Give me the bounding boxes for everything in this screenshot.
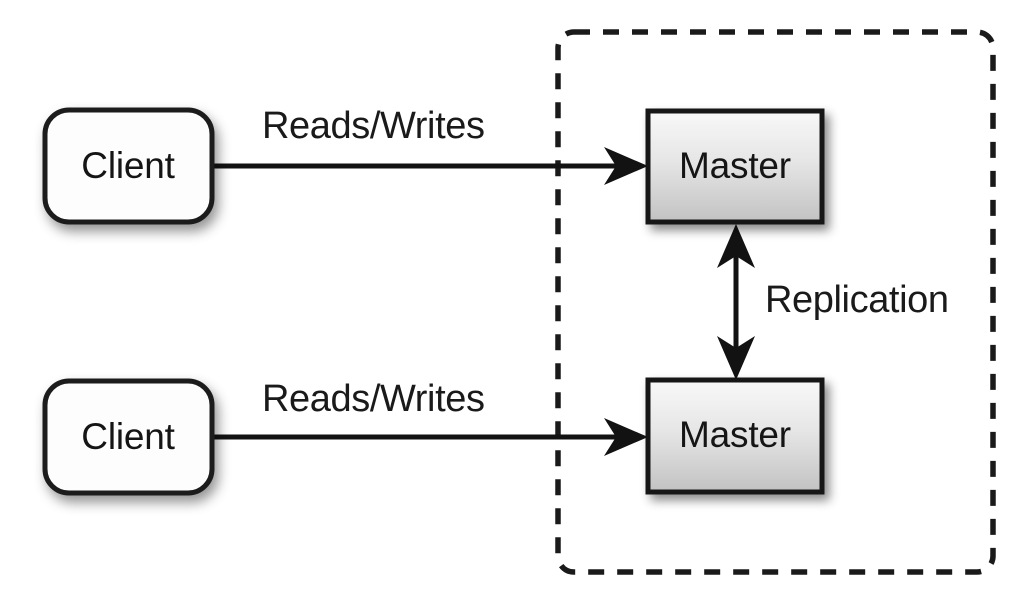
edge-master-replication bbox=[717, 224, 755, 380]
node-master-top[interactable]: Master bbox=[645, 108, 825, 225]
arrowhead-down bbox=[717, 336, 755, 380]
master-top-shape[interactable] bbox=[645, 108, 825, 225]
client-bottom-label: Client bbox=[81, 416, 175, 457]
edge-label-reads-writes-top: Reads/Writes bbox=[262, 105, 485, 147]
node-client-top[interactable]: Client bbox=[42, 107, 215, 225]
replication-cluster-boundary bbox=[555, 29, 996, 575]
edge-label-replication: Replication bbox=[765, 279, 949, 321]
edge-client-bottom-to-master-bottom bbox=[212, 418, 648, 456]
edge-label-reads-writes-bottom: Reads/Writes bbox=[262, 378, 485, 420]
master-bottom-label: Master bbox=[679, 414, 791, 455]
client-bottom-shape[interactable] bbox=[42, 378, 215, 496]
node-client-bottom[interactable]: Client bbox=[42, 378, 215, 496]
arrowhead-right-top bbox=[604, 147, 648, 185]
master-top-label: Master bbox=[679, 145, 791, 186]
arrowhead-right-bottom bbox=[604, 418, 648, 456]
master-bottom-shape[interactable] bbox=[645, 377, 825, 495]
arrowhead-up bbox=[717, 224, 755, 268]
client-top-shape[interactable] bbox=[42, 107, 215, 225]
edge-client-top-to-master-top bbox=[212, 147, 648, 185]
client-top-label: Client bbox=[81, 145, 175, 186]
cluster-dashed-outline bbox=[555, 29, 996, 575]
node-master-bottom[interactable]: Master bbox=[645, 377, 825, 495]
